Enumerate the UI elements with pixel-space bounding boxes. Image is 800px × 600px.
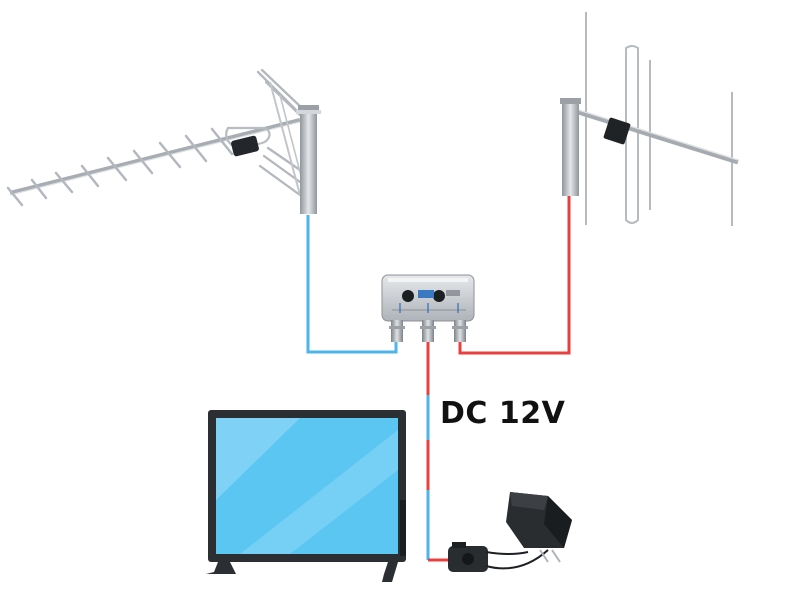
uhf-antenna: [6, 68, 321, 214]
vhf-cable: [458, 195, 571, 355]
power-label: DC 12V: [440, 396, 566, 431]
television: [206, 410, 406, 582]
uhf-cable: [306, 215, 398, 354]
power-adapter: [448, 492, 572, 572]
vhf-antenna: [560, 12, 739, 226]
power-cable: [426, 342, 452, 562]
amplifier: [381, 274, 475, 342]
